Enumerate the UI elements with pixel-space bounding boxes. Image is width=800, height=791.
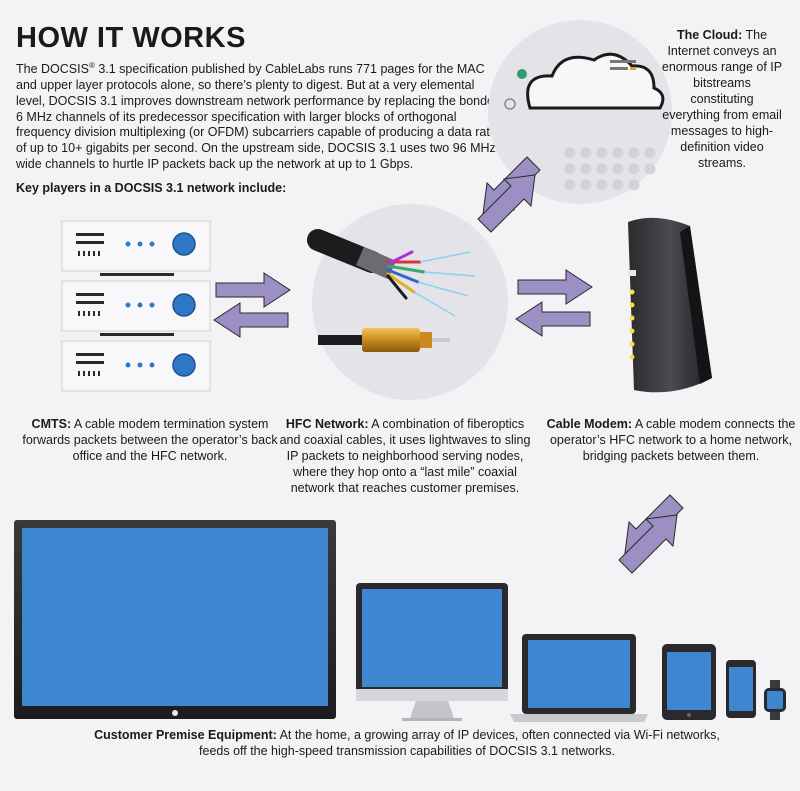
cmts-label: CMTS: xyxy=(31,417,72,431)
power-button-icon xyxy=(172,353,196,377)
smartphone-icon xyxy=(726,660,756,718)
arrow-up-right-icon xyxy=(477,174,536,233)
intro-text-start: The DOCSIS xyxy=(16,62,89,77)
cloud-ring-icon xyxy=(504,98,516,110)
cmts-caption: CMTS: A cable modem termination system f… xyxy=(16,416,284,464)
cloud-caption: The Cloud: The Internet conveys an enorm… xyxy=(660,27,784,171)
server-unit xyxy=(61,220,211,272)
server-divider xyxy=(100,273,174,276)
flow-arrows xyxy=(213,156,684,574)
arrow-up-right-icon xyxy=(618,514,678,574)
page-title: HOW IT WORKS xyxy=(16,22,246,54)
laptop-icon xyxy=(510,634,648,722)
modem-caption: Cable Modem: A cable modem connects the … xyxy=(545,416,797,464)
power-button-icon xyxy=(172,232,196,256)
cpe-description: At the home, a growing array of IP devic… xyxy=(199,728,720,758)
power-button-icon xyxy=(172,293,196,317)
light-rays xyxy=(413,251,476,317)
cloud-data-bars xyxy=(610,60,636,70)
cpe-label: Customer Premise Equipment: xyxy=(94,728,277,742)
arrow-left-icon xyxy=(213,302,289,338)
television-icon xyxy=(14,520,336,719)
intro-paragraph: The DOCSIS® 3.1 specification published … xyxy=(16,58,501,173)
hfc-circle xyxy=(312,204,508,400)
hfc-label: HFC Network: xyxy=(285,417,369,431)
cable-modem-illustration xyxy=(628,217,712,393)
tablet-icon xyxy=(662,644,716,720)
cmts-server-stack xyxy=(61,220,211,392)
server-unit xyxy=(61,340,211,392)
server-unit xyxy=(61,280,211,332)
intro-text-rest: 3.1 specification published by CableLabs… xyxy=(16,62,501,171)
key-players-heading: Key players in a DOCSIS 3.1 network incl… xyxy=(16,181,287,195)
modem-status-leds xyxy=(629,289,635,360)
desktop-monitor-icon xyxy=(356,583,508,721)
cmts-description: A cable modem termination system forward… xyxy=(22,417,278,463)
coax-connector-icon xyxy=(362,328,420,352)
smartwatch-icon xyxy=(764,680,786,720)
modem-logo-icon xyxy=(628,270,636,276)
cpe-caption: Customer Premise Equipment: At the home,… xyxy=(82,727,732,759)
cloud-dot-grid xyxy=(564,147,656,191)
hfc-cable-illustration xyxy=(307,204,508,400)
cloud-icon xyxy=(526,52,665,110)
modem-description: A cable modem connects the operator’s HF… xyxy=(549,417,796,463)
cloud-dot-icon xyxy=(517,69,527,79)
cloud-illustration xyxy=(488,20,672,204)
hfc-description: A combination of fiberoptics and coaxial… xyxy=(279,417,531,495)
cloud-label: The Cloud: xyxy=(676,28,743,42)
registered-mark: ® xyxy=(88,61,95,70)
arrow-right-icon xyxy=(215,272,291,308)
hfc-caption: HFC Network: A combination of fiberoptic… xyxy=(275,416,535,496)
modem-label: Cable Modem: xyxy=(546,417,633,431)
arrow-left-icon xyxy=(515,301,591,337)
cloud-description: The Internet conveys an enormous range o… xyxy=(661,28,783,170)
arrow-right-icon xyxy=(517,269,593,305)
cpe-devices xyxy=(14,520,786,722)
